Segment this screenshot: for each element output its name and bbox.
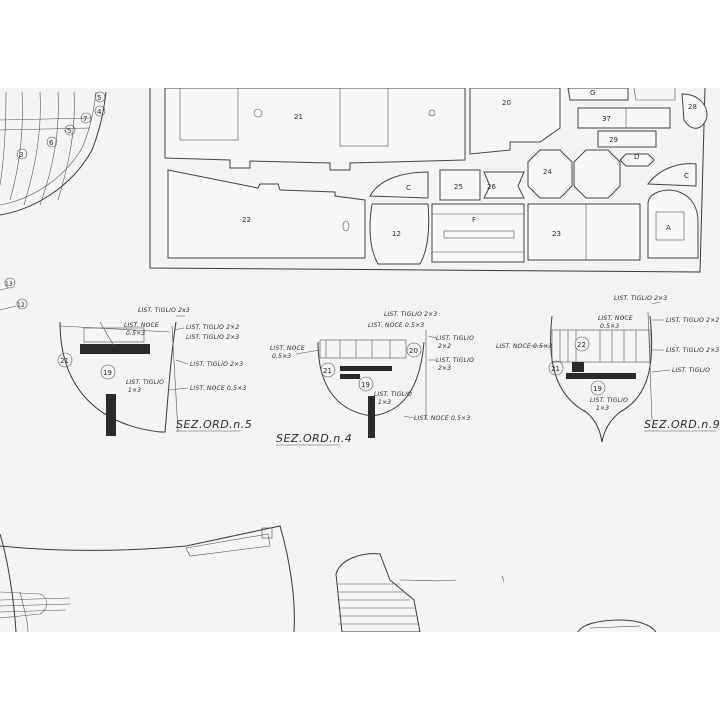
section-9-title: SEZ.ORD.n.9 xyxy=(644,418,720,431)
rudder-drawing xyxy=(335,553,505,632)
part-label-25: 25 xyxy=(454,183,463,191)
label-tiglio-right2: LIST. TIGLIO xyxy=(436,357,474,364)
part-num-7: 7 xyxy=(83,115,87,123)
label-tiglio-2x2: LIST. TIGLIO 2×2 xyxy=(186,324,239,331)
part-label-F: F xyxy=(472,216,476,224)
part-37 xyxy=(577,107,671,129)
part-label-C-left: C xyxy=(406,184,411,192)
label-tiglio-2x3-c: LIST. TIGLIO 2×3 xyxy=(190,361,243,368)
part-A xyxy=(647,189,699,259)
part-label-C-right: C xyxy=(684,172,689,180)
label-tiglio-2x3-b: LIST. TIGLIO 2×3 xyxy=(666,347,719,354)
label-noce-05x3: LIST. NOCE 0.5×3 xyxy=(496,343,552,350)
label-noce-05x3: LIST. NOCE 0.5×3 xyxy=(368,322,424,329)
label-tiglio-rt: LIST. TIGLIO xyxy=(672,367,710,374)
label-tiglio-right2-size: 2×3 xyxy=(438,365,451,372)
part-num-5b: 5 xyxy=(67,127,71,135)
hull-drawing-bottom xyxy=(0,525,295,632)
part-29 xyxy=(597,130,657,148)
circle-19: 19 xyxy=(361,381,370,389)
label-noce-05x3: LIST. NOCE 0.5×3 xyxy=(190,385,246,392)
part-label-24: 24 xyxy=(543,168,552,176)
label-tiglio-right-size: 2×2 xyxy=(438,343,451,350)
label-tiglio-bottom: LIST. TIGLIO xyxy=(590,397,628,404)
label-tiglio-size: 1×3 xyxy=(128,387,141,394)
section-5-title: SEZ.ORD.n.5 xyxy=(176,418,252,431)
part-24b xyxy=(573,149,621,199)
circle-20: 20 xyxy=(409,347,418,355)
part-label-28: 28 xyxy=(688,103,697,111)
part-num-6: 6 xyxy=(49,139,54,147)
circle-22: 22 xyxy=(577,341,586,349)
hull-side-drawing-top-left: 5 4 7 5 6 3 13 12 xyxy=(0,91,107,311)
circle-21: 21 xyxy=(323,367,332,375)
label-tiglio-bottom-size: 1×3 xyxy=(378,399,391,406)
part-label-37: 37 xyxy=(602,115,611,123)
label-tiglio-bottom-size: 1×3 xyxy=(596,405,609,412)
part-25 xyxy=(439,169,481,201)
part-num-13: 13 xyxy=(5,281,13,288)
label-tiglio-2x3: LIST. TIGLIO 2x3 xyxy=(138,307,190,314)
label-tiglio: LIST. TIGLIO xyxy=(126,379,164,386)
label-tiglio-2x3: LIST. TIGLIO 2×3 xyxy=(614,295,667,302)
part-label-20: 20 xyxy=(502,99,511,107)
part-label-A: A xyxy=(666,224,671,232)
part-12 xyxy=(369,203,430,265)
label-tiglio-2x3-b: LIST. TIGLIO 2×3 xyxy=(186,334,239,341)
part-label-G: G xyxy=(590,89,595,97)
part-C-left xyxy=(369,171,429,199)
part-num-3: 3 xyxy=(19,151,23,159)
part-23 xyxy=(527,203,641,261)
small-part-bottom-right xyxy=(577,619,657,632)
label-tiglio-bottom: LIST. TIGLIO xyxy=(374,391,412,398)
section-4-title: SEZ.ORD.n.4 xyxy=(276,432,352,445)
part-C-right xyxy=(647,163,697,187)
circle-19: 19 xyxy=(103,369,112,377)
part-num-5: 5 xyxy=(97,94,101,102)
part-F xyxy=(431,203,525,263)
top-margin xyxy=(0,0,720,88)
part-label-26: 26 xyxy=(487,183,496,191)
part-28 xyxy=(681,93,708,129)
label-noce: LIST. NOCE xyxy=(270,345,305,352)
part-label-D: D xyxy=(634,153,639,161)
part-20 xyxy=(469,88,561,155)
part-22 xyxy=(167,169,366,259)
section-9-drawing: 22 21 19 LIST. TIGLIO 2×3 LIST. NOCE 0.5… xyxy=(496,295,720,443)
label-noce-size: 0.5×3 xyxy=(272,353,291,360)
part-24 xyxy=(527,149,573,199)
label-noce-size: 0.5×3 xyxy=(126,330,145,337)
circle-19: 19 xyxy=(593,385,602,393)
bottom-margin xyxy=(0,632,720,720)
section-5-drawing: 21 19 LIST. TIGLIO 2x3 LIST. NOCE 0.5×3 … xyxy=(57,307,252,436)
label-tiglio-2x3: LIST. TIGLIO 2×3 xyxy=(384,311,437,318)
part-label-29: 29 xyxy=(609,136,618,144)
part-G xyxy=(567,88,629,101)
part-label-12: 12 xyxy=(392,230,401,238)
circle-21: 21 xyxy=(551,365,560,373)
part-26 xyxy=(483,171,525,199)
part-num-12: 12 xyxy=(17,302,25,309)
part-label-22: 22 xyxy=(242,216,251,224)
label-noce-bottom: LIST. NOCE 0.5×3 xyxy=(414,415,470,422)
part-label-23: 23 xyxy=(552,230,561,238)
label-noce: LIST. NOCE xyxy=(124,322,159,329)
label-noce-size: 0.5×3 xyxy=(600,323,619,330)
parts-layout-board: 21 20 G 28 37 29 D 24 xyxy=(149,88,708,273)
part-label-21: 21 xyxy=(294,113,303,121)
part-21 xyxy=(164,88,466,171)
part-D xyxy=(619,153,655,167)
label-noce: LIST. NOCE xyxy=(598,315,633,322)
part-num-4: 4 xyxy=(97,108,102,116)
label-tiglio-2x2: LIST. TIGLIO 2×2 xyxy=(666,317,719,324)
section-4-drawing: 21 20 19 LIST. TIGLIO 2×3 LIST. NOCE 0.5… xyxy=(270,311,474,446)
label-tiglio-right: LIST. TIGLIO xyxy=(436,335,474,342)
circle-21: 21 xyxy=(60,357,69,365)
